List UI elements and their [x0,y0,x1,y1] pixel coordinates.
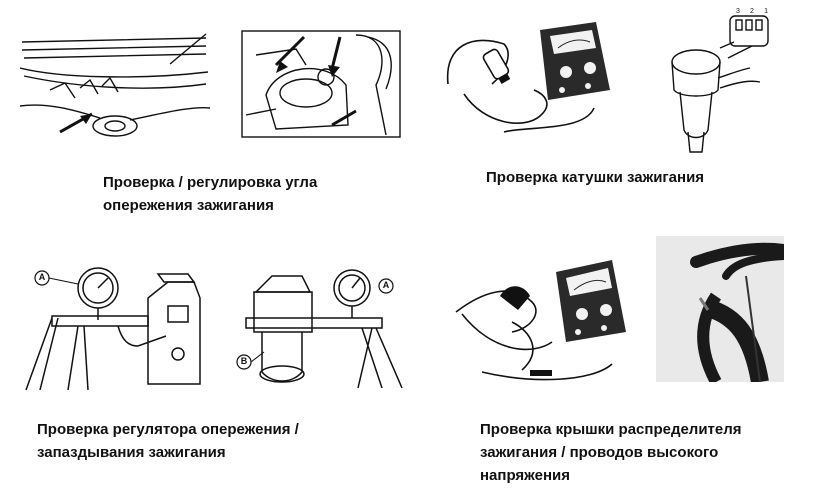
coil-multimeter-illustration [444,14,612,134]
cap-caption-line: зажигания / проводов высокого [480,444,719,461]
timing-caption-line: Проверка / регулировка угла [103,174,318,191]
cap-caption-line: напряжения [480,467,570,484]
pin-label: 3 [736,8,740,15]
coil-caption: Проверка катушки зажигания [486,166,704,189]
timing-distributor-illustration [236,25,406,143]
coil-connector-pins: 3 2 1 [736,8,768,15]
ignition-coil-illustration: 3 2 1 [660,8,770,156]
cap-caption-line: Проверка крышки распределителя [480,421,742,438]
timing-caption: Проверка / регулировка угла опережения з… [103,171,317,217]
advance-caption-line: запаздывания зажигания [37,444,226,461]
ht-leads-photo [656,236,784,382]
callout-b: B [240,356,248,366]
callout-a-right: A [382,280,390,290]
timing-engine-illustration [20,28,210,140]
cap-caption: Проверка крышки распределителя зажигания… [480,418,742,487]
pin-label: 2 [750,8,754,15]
timing-caption-line: опережения зажигания [103,197,274,214]
coil-caption-line: Проверка катушки зажигания [486,169,705,186]
pin-label: 1 [764,8,768,15]
callout-a-left: A [38,272,46,282]
cap-multimeter-illustration [452,252,628,388]
advance-test-left-illustration: A [18,262,223,392]
advance-caption-line: Проверка регулятора опережения / [37,421,299,438]
advance-caption: Проверка регулятора опережения / запазды… [37,418,299,464]
advance-test-right-illustration: A B [232,262,410,392]
